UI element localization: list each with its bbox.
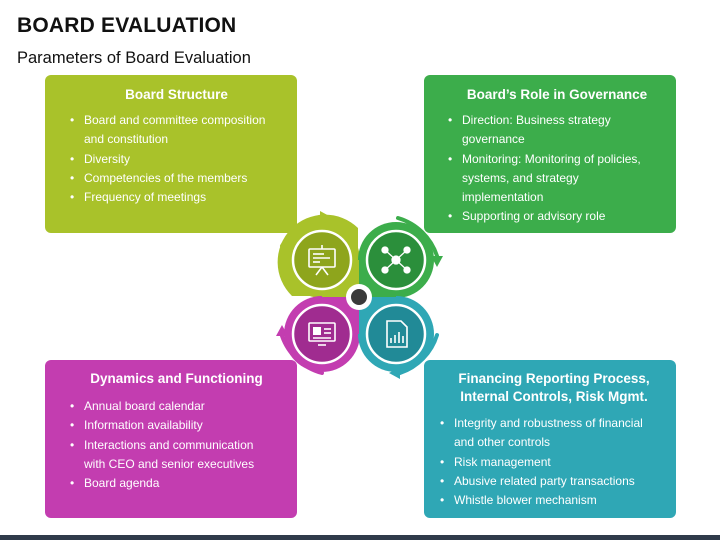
board-structure-list: Board and committee composition and cons… <box>70 111 283 208</box>
list-item: Competencies of the members <box>70 169 283 189</box>
list-item: Supporting or advisory role <box>448 207 666 227</box>
list-item: Board agenda <box>70 474 283 494</box>
list-item: Diversity <box>70 150 283 170</box>
dynamics-functioning-list: Annual board calendar Information availa… <box>70 397 283 494</box>
list-item: Board and committee composition and cons… <box>70 111 274 150</box>
presentation-board-icon <box>308 245 336 276</box>
page-title: BOARD EVALUATION <box>17 14 237 37</box>
list-item: Frequency of meetings <box>70 188 283 208</box>
list-item: Annual board calendar <box>70 397 283 417</box>
dynamics-functioning-box: Dynamics and Functioning Annual board ca… <box>45 360 297 518</box>
list-item: Information availability <box>70 416 283 436</box>
financing-controls-box: Financing Reporting Process, Internal Co… <box>424 360 676 518</box>
list-item: Monitoring: Monitoring of policies, syst… <box>448 150 648 208</box>
financial-report-icon <box>386 320 408 348</box>
financing-controls-list: Integrity and robustness of financial an… <box>440 414 668 511</box>
footer-bar <box>0 535 720 540</box>
board-structure-box: Board Structure Board and committee comp… <box>45 75 297 233</box>
governance-role-box: Board’s Role in Governance Direction: Bu… <box>424 75 676 233</box>
list-item: Interactions and communication with CEO … <box>70 436 262 475</box>
governance-role-list: Direction: Business strategy governance … <box>448 111 666 227</box>
network-people-icon <box>381 246 411 274</box>
dynamics-functioning-title: Dynamics and Functioning <box>90 371 263 386</box>
page-subtitle: Parameters of Board Evaluation <box>17 49 251 67</box>
list-item: Integrity and robustness of financial an… <box>440 414 664 453</box>
list-item: Risk management <box>440 453 668 473</box>
list-item: Direction: Business strategy governance <box>448 111 642 150</box>
board-structure-title: Board Structure <box>125 87 228 102</box>
list-item: Whistle blower mechanism <box>440 491 668 511</box>
list-item: Abusive related party transactions <box>440 472 668 492</box>
governance-role-title: Board’s Role in Governance <box>466 87 648 102</box>
monitor-dashboard-icon <box>308 322 336 346</box>
financing-controls-title: Financing Reporting Process, Internal Co… <box>458 371 650 404</box>
